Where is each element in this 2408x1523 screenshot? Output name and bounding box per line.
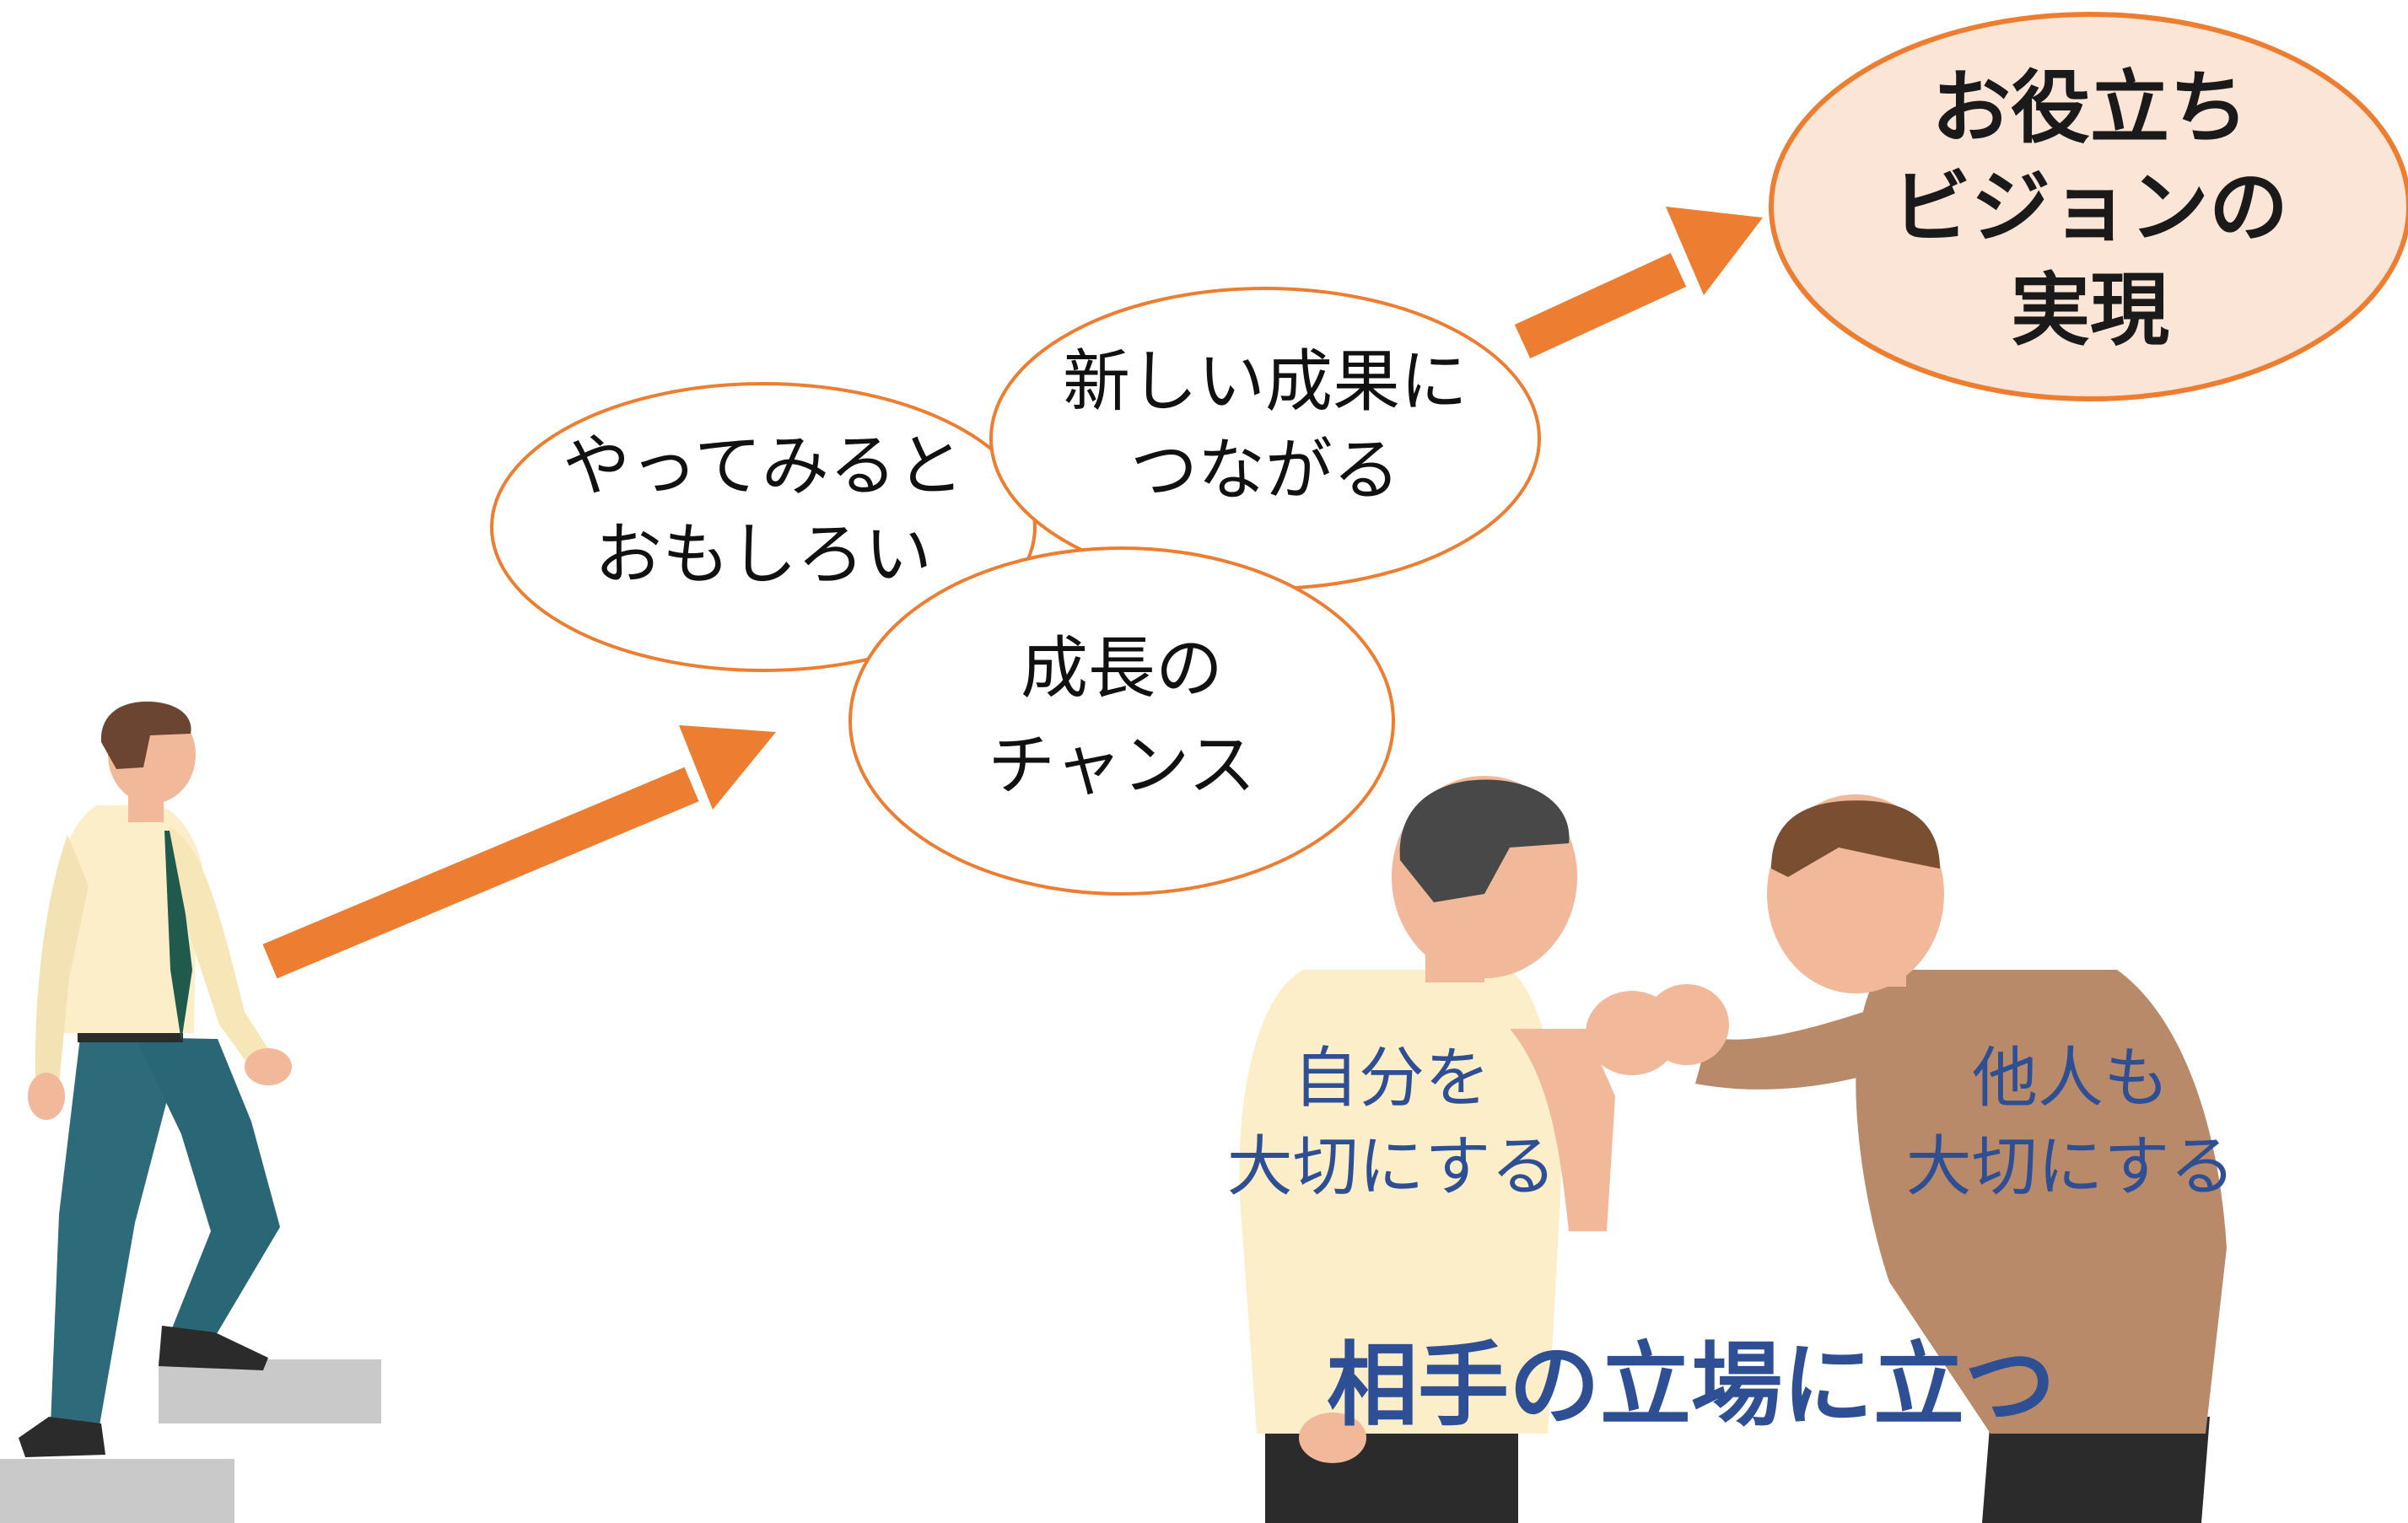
others-line2: 大切にする [1906,1129,2236,1205]
goal-line1: お役立ち [1931,62,2249,154]
bubble-results-line2: つながる [1130,431,1400,509]
bubble-fun-line2: おもしろい [595,515,932,594]
others-line1: 他人も [1972,1041,2169,1117]
fist-bump-people-icon [1239,776,2227,1523]
bubble-results-line1: 新しい成果に [1063,342,1468,421]
bubble-growth-line1: 成長の [1021,629,1223,708]
goal-bubble: お役立ち ビジョンの 実現 [1769,12,2408,401]
arrow-right-icon [1514,207,1763,358]
stairs-icon [0,1359,381,1523]
self-line1: 自分を [1293,1041,1490,1117]
bubble-results: 新しい成果に つながる [989,287,1541,590]
bubble-growth: 成長の チャンス [848,546,1395,896]
bubble-growth-line2: チャンス [988,726,1256,805]
arrow-right-icon [262,725,776,979]
bubble-fun-line1: やってみると [563,427,964,505]
goal-line2: ビジョンの [1892,162,2288,254]
self-line2: 大切にする [1227,1129,1557,1205]
motto-text: 相手の立場に立つ [1327,1333,2055,1439]
goal-line3: 実現 [2011,265,2169,357]
walking-businessman-icon [19,701,292,1457]
bubble-fun: やってみると おもしろい [490,382,1037,672]
